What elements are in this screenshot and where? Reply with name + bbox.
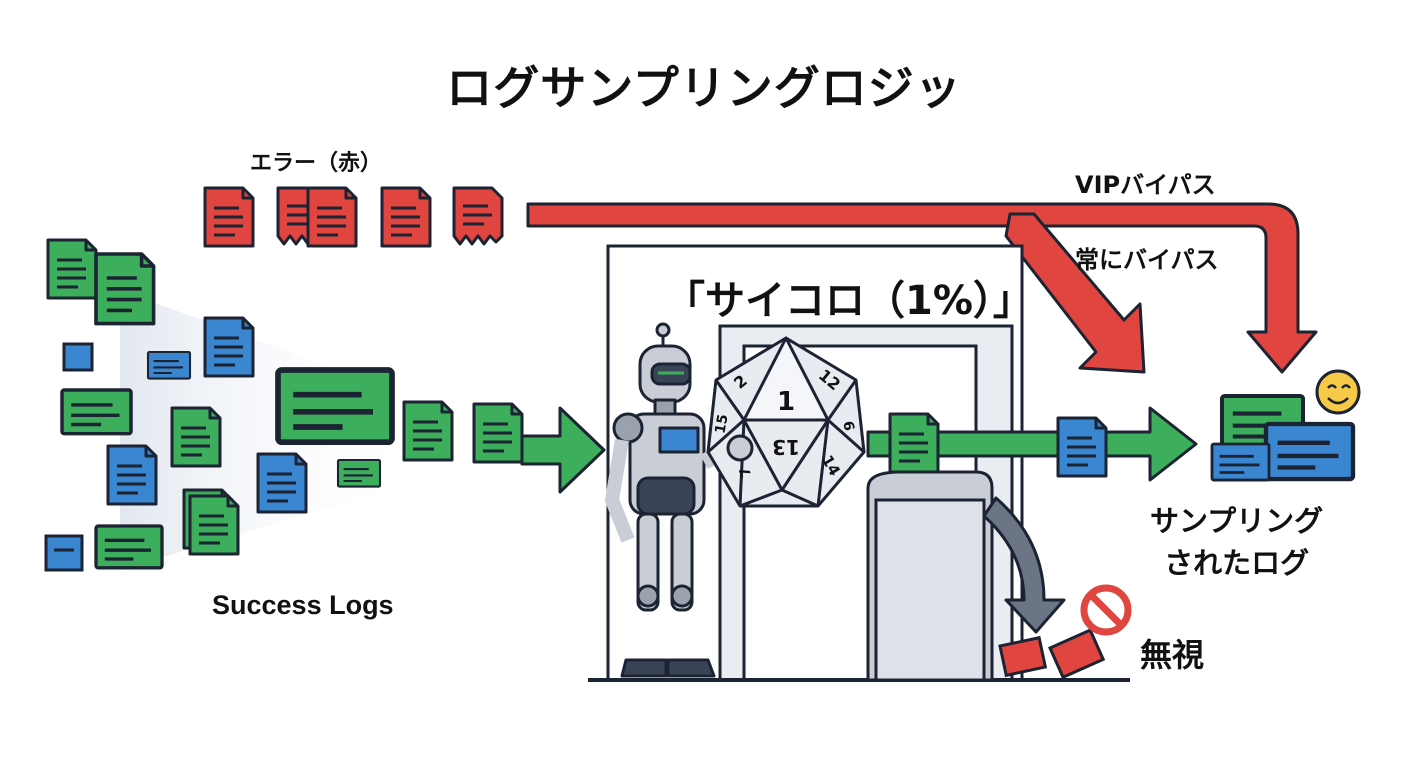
trash-chute-icon <box>866 470 994 682</box>
sampled-logs-line1: サンプリング <box>1150 504 1324 538</box>
ignore-label: 無視 <box>1140 636 1205 674</box>
document-icon <box>380 186 432 248</box>
vip-bypass-label: VIPバイパス <box>1075 171 1216 199</box>
document-icon <box>94 252 156 326</box>
robot-icon <box>605 322 758 678</box>
error-logs-cluster <box>203 186 504 248</box>
document-icon <box>62 342 94 372</box>
die-face-15: 15 <box>712 413 731 435</box>
document-icon <box>256 452 308 514</box>
die-face-6: 6 <box>839 420 856 432</box>
vip-bypass-arrow <box>526 202 1318 374</box>
document-icon <box>203 186 255 248</box>
success-logs-cluster <box>44 238 524 572</box>
drop-arrow <box>982 496 1066 634</box>
sampled-logs-line2: されたログ <box>1164 546 1310 580</box>
document-icon <box>146 350 192 380</box>
document-icon <box>1266 424 1353 479</box>
document-icon <box>44 534 84 572</box>
sampled-logs-label: サンプリング されたログ <box>1150 500 1323 584</box>
input-flow-arrow <box>520 406 606 494</box>
document-icon <box>60 388 133 436</box>
dice-label: 「サイコロ（1%）」 <box>665 278 1033 324</box>
errors-label: エラー（赤） <box>250 151 383 176</box>
always-bypass-label: 常にバイパス <box>1075 246 1219 274</box>
document-icon <box>46 238 98 300</box>
smiley-icon <box>1315 369 1361 415</box>
always-bypass-arrow <box>1004 212 1146 374</box>
document-icon <box>278 370 392 442</box>
die-face-1: 1 <box>777 387 795 417</box>
document-icon <box>1056 416 1108 478</box>
document-icon <box>336 458 382 488</box>
page-title: ログサンプリングロジッ <box>446 61 962 115</box>
document-icon <box>402 400 454 462</box>
prohibited-icon <box>1080 584 1132 636</box>
document-icon <box>452 186 504 246</box>
die-face-13: 13 <box>772 435 800 459</box>
document-icon <box>106 444 158 506</box>
d20-die-icon: 1 2 12 13 14 15 6 7 <box>706 336 866 508</box>
discarded-logs <box>998 628 1106 680</box>
document-icon <box>306 186 358 248</box>
document-icon <box>1210 442 1271 482</box>
success-logs-label: Success Logs <box>212 590 394 620</box>
document-icon <box>170 406 222 468</box>
document-icon <box>472 402 524 464</box>
document-icon <box>203 316 255 378</box>
document-icon <box>94 524 164 570</box>
document-icon <box>888 412 940 474</box>
document-icon <box>188 494 240 556</box>
